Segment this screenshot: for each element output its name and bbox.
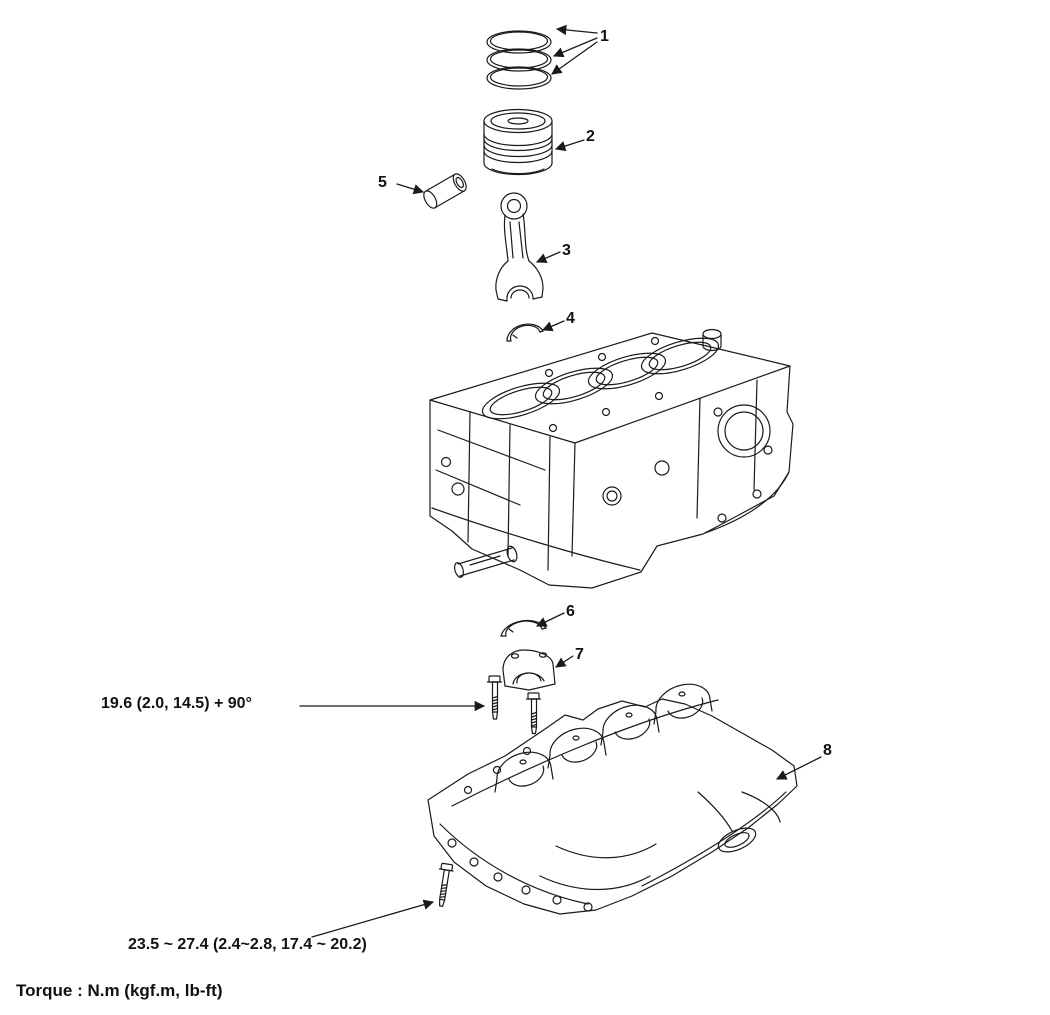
callout-7-main-bearing-cap: 7 — [575, 646, 584, 663]
torque-spec-ladder-frame-bolts: 23.5 ~ 27.4 (2.4~2.8, 17.4 ~ 20.2) — [128, 936, 367, 953]
rod-bearing-shell-art — [506, 323, 544, 342]
callout-leader-lines — [299, 24, 822, 938]
callout-2-piston: 2 — [586, 128, 595, 145]
callout-1-piston-rings: 1 — [600, 28, 609, 45]
callout-5-piston-pin: 5 — [378, 174, 387, 191]
callout-6-main-bearing-shell: 6 — [566, 603, 575, 620]
piston-art — [483, 108, 553, 176]
bearing-cap-bolt-1 — [486, 675, 503, 720]
ladder-frame-art — [427, 683, 798, 915]
callout-8-ladder-frame: 8 — [823, 742, 832, 759]
callout-4-rod-bearing: 4 — [566, 310, 575, 327]
bearing-cap-bolt-2 — [525, 692, 542, 735]
main-bearing-cap-art — [502, 649, 556, 691]
callout-3-connecting-rod: 3 — [562, 242, 571, 259]
piston-rings-art — [486, 30, 552, 90]
piston-pin-art — [423, 173, 467, 209]
connecting-rod-art — [495, 192, 544, 302]
torque-spec-bearing-cap-bolts: 19.6 (2.0, 14.5) + 90° — [101, 695, 252, 712]
torque-units-note: Torque : N.m (kgf.m, lb-ft) — [16, 981, 223, 1000]
ladder-frame-bolt — [438, 862, 454, 907]
cylinder-block-art — [429, 328, 794, 589]
main-bearing-shell-art — [500, 619, 547, 637]
